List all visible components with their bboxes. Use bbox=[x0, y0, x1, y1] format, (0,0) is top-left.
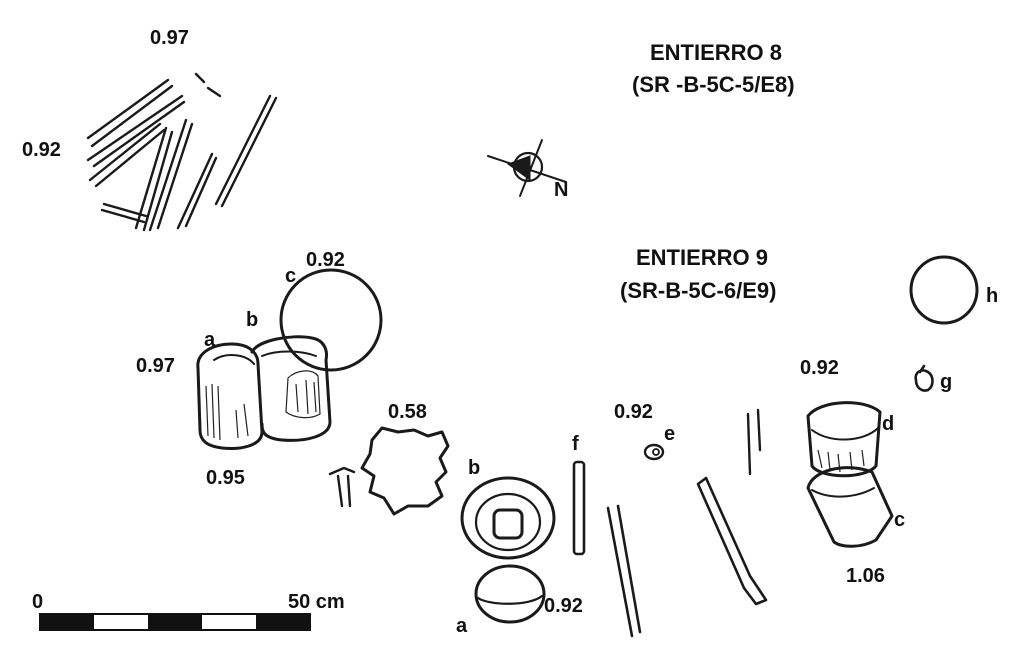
bone-8-5 bbox=[148, 118, 194, 232]
north-arrow-cross bbox=[519, 139, 543, 197]
vessel-b-letter: b bbox=[246, 309, 258, 331]
bone-fragment-small bbox=[328, 466, 356, 508]
long-bone-lower-2 bbox=[696, 476, 768, 606]
vessel-c-right-outline bbox=[806, 466, 894, 548]
object-g bbox=[914, 364, 934, 392]
long-bone-lower-1 bbox=[606, 504, 642, 638]
vessel-c-letter: c bbox=[285, 265, 296, 287]
bone-8-9 bbox=[194, 72, 222, 98]
bead-e-outline bbox=[643, 443, 665, 461]
vessel-b-center-inner bbox=[492, 508, 524, 540]
vessel-c-outline bbox=[279, 268, 383, 372]
bone-8-4 bbox=[134, 126, 174, 232]
scale-bar bbox=[39, 613, 311, 631]
vessel-a-center-letter: a bbox=[456, 615, 468, 637]
vessel-d-letter: d bbox=[882, 413, 894, 435]
vessel-b-center-letter: b bbox=[468, 457, 480, 479]
scale-bar-segment-3 bbox=[148, 614, 202, 630]
scale-bar-end-label: 50 cm bbox=[288, 591, 345, 613]
bead-e-hole bbox=[652, 448, 660, 456]
vessel-b-center bbox=[460, 476, 556, 560]
bead-e bbox=[643, 443, 665, 461]
vessel-b-center-middle bbox=[474, 492, 542, 552]
vessel-a-hatch bbox=[205, 383, 249, 441]
vessel-c-right-rim bbox=[811, 487, 875, 498]
bone-pair-right bbox=[746, 408, 762, 476]
burial-9-title: ENTIERRO 9 bbox=[636, 245, 768, 270]
vessel-a-center-depth: 0.92 bbox=[544, 595, 583, 617]
north-arrow-label: N bbox=[554, 179, 568, 201]
vessel-c-right-letter: c bbox=[894, 509, 905, 531]
vessel-b-center-outer bbox=[460, 476, 556, 560]
vessel-h-letter: h bbox=[986, 285, 998, 307]
stone-block-outline bbox=[360, 426, 450, 516]
vessel-a-center-rim bbox=[476, 594, 544, 605]
vessel-d-hatch bbox=[817, 449, 865, 473]
bead-e-letter: e bbox=[664, 423, 675, 445]
burial-8-depth-top: 0.97 bbox=[150, 27, 189, 49]
vessel-ab-rim bbox=[213, 350, 317, 365]
vessel-a-depth-top: 0.97 bbox=[136, 355, 175, 377]
vessel-a-depth-bottom: 0.95 bbox=[206, 467, 245, 489]
burial-8-depth-left: 0.92 bbox=[22, 139, 61, 161]
vessel-group-dc bbox=[806, 401, 894, 548]
vessel-b-hatch bbox=[285, 370, 321, 419]
vessel-a-letter: a bbox=[204, 329, 216, 351]
bone-8-2 bbox=[86, 94, 186, 168]
object-g-letter: g bbox=[940, 371, 952, 393]
bead-e-depth: 0.92 bbox=[614, 401, 653, 423]
vessel-c-depth: 0.92 bbox=[306, 249, 345, 271]
vessel-d-rim bbox=[811, 427, 879, 441]
vessel-a-center bbox=[474, 564, 546, 624]
scale-bar-segment-1 bbox=[40, 614, 94, 630]
vessel-h-outline bbox=[909, 255, 979, 325]
vessel-a-center-outline bbox=[474, 564, 546, 624]
bone-8-7 bbox=[214, 94, 278, 208]
bone-8-6 bbox=[176, 152, 218, 230]
burial-9-code: (SR-B-5C-6/E9) bbox=[620, 278, 776, 303]
bone-f-letter: f bbox=[572, 433, 579, 455]
vessel-b-outline bbox=[250, 335, 332, 442]
scale-bar-segment-5 bbox=[256, 614, 310, 630]
bone-8-3 bbox=[88, 122, 166, 188]
burial-8-title: ENTIERRO 8 bbox=[650, 40, 782, 65]
north-arrow-pointer bbox=[506, 155, 531, 181]
vessel-group-ab bbox=[196, 335, 332, 450]
bone-f bbox=[572, 460, 586, 556]
burial-8-bones bbox=[86, 72, 278, 232]
vessel-d-depth: 0.92 bbox=[800, 357, 839, 379]
bone-8-1 bbox=[86, 78, 174, 148]
burial-8-code: (SR -B-5C-5/E8) bbox=[632, 72, 795, 97]
north-arrow: N bbox=[487, 139, 568, 201]
scale-bar-start-label: 0 bbox=[32, 591, 43, 613]
vessel-c-right-depth: 1.06 bbox=[846, 565, 885, 587]
bone-8-8 bbox=[100, 202, 148, 224]
stone-block-depth: 0.58 bbox=[388, 401, 427, 423]
